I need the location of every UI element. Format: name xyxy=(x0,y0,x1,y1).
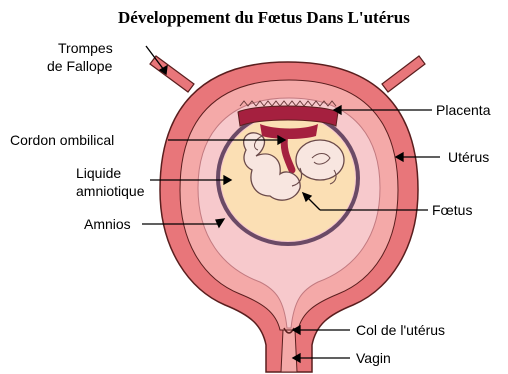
label-foetus: Fœtus xyxy=(432,202,472,218)
label-col: Col de l'utérus xyxy=(356,322,445,338)
label-amnios: Amnios xyxy=(84,216,131,232)
label-trompes-line1: Trompes xyxy=(58,40,113,56)
cervix-canal xyxy=(281,330,297,372)
label-liquide-line2: amniotique xyxy=(76,183,145,199)
label-uterus: Utérus xyxy=(448,149,489,165)
label-liquide-line1: Liquide xyxy=(76,165,121,181)
label-trompes-line2: de Fallope xyxy=(47,58,113,74)
label-vagin: Vagin xyxy=(356,350,391,366)
fallopian-tube-right xyxy=(382,56,425,92)
label-placenta: Placenta xyxy=(436,102,491,118)
label-cordon: Cordon ombilical xyxy=(10,132,114,148)
fallopian-tube-left xyxy=(150,56,194,92)
